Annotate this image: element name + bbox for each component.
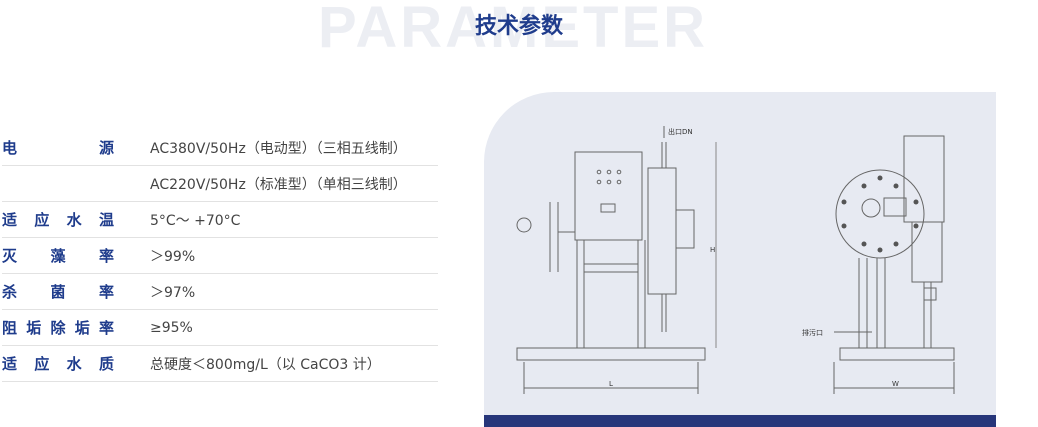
spec-value: AC220V/50Hz（标准型）（单相三线制） [150, 176, 407, 193]
background-watermark-word: PARAMETER [318, 0, 709, 60]
spec-value: 5°C～ +70°C [150, 212, 241, 229]
spec-label: 杀菌率 [2, 283, 114, 301]
spec-row: 杀菌率 ＞97% [2, 274, 438, 310]
drain-outlet-label: 排污口 [802, 328, 823, 337]
height-dimension-label: H [710, 246, 715, 254]
spec-label: 阻垢除垢率 [2, 319, 114, 337]
spec-label: 电源 [2, 139, 114, 157]
spec-row: 适应水质 总硬度＜800mg/L（以 CaCO3 计） [2, 346, 438, 382]
section-title: 技术参数 [474, 14, 563, 39]
spec-label: 适应水质 [2, 355, 114, 373]
front-base [516, 347, 706, 361]
spec-row: AC220V/50Hz（标准型）（单相三线制） [2, 166, 438, 202]
reactor-column [647, 167, 677, 295]
spec-label: 适应水温 [2, 211, 114, 229]
spec-row: 适应水温 5°C～ +70°C [2, 202, 438, 238]
panel-bottom-bar [484, 415, 996, 427]
length-dimension-label: L [609, 380, 613, 388]
spec-label: 灭藻率 [2, 247, 114, 265]
spec-value: 总硬度＜800mg/L（以 CaCO3 计） [150, 356, 381, 373]
diagram-panel: 出口DN H L W 排污口 [484, 92, 996, 427]
outlet-label: 出口DN [668, 127, 693, 136]
spec-value: ＞97% [150, 284, 196, 301]
spec-row: 电源 AC380V/50Hz（电动型）（三相五线制） [2, 130, 438, 166]
spec-row: 灭藻率 ＞99% [2, 238, 438, 274]
spec-table: 电源 AC380V/50Hz（电动型）（三相五线制） AC220V/50Hz（标… [2, 130, 438, 382]
spec-value: AC380V/50Hz（电动型）（三相五线制） [150, 140, 407, 157]
equipment-drawing: 出口DN H L W 排污口 [516, 126, 955, 394]
spec-row: 阻垢除垢率 ≥95% [2, 310, 438, 346]
side-base [839, 347, 955, 361]
control-box [574, 151, 643, 241]
width-dimension-label: W [892, 380, 899, 388]
spec-value: ＞99% [150, 248, 196, 265]
spec-value: ≥95% [150, 319, 193, 336]
side-tank [835, 169, 925, 259]
